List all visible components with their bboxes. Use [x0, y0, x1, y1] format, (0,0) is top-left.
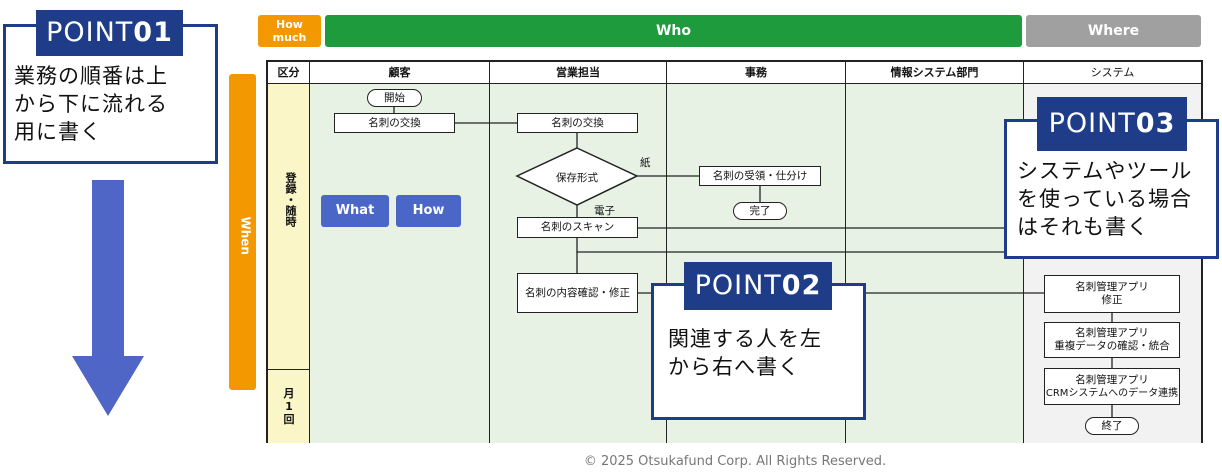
done-node: 完了 [733, 202, 787, 220]
col-system-header: システム [1024, 62, 1201, 84]
sales-exchange-node: 名刺の交換 [517, 113, 638, 133]
who-header: Who [325, 15, 1022, 47]
point03-badge-number: 03 [1135, 108, 1176, 139]
point02-text: 関連する人を左 から右へ書く [668, 327, 822, 379]
app-dup-line2: 重複データの確認・統合 [1054, 340, 1170, 352]
col-sales-body [490, 84, 667, 443]
col-it-body [846, 84, 1024, 443]
app-crm-line2: CRMシステムへのデータ連携 [1045, 387, 1179, 399]
point03-text: システムやツール を使っている場合 はそれも書く [1017, 159, 1193, 239]
scan-node: 名刺のスキャン [517, 217, 638, 238]
customer-exchange-node: 名刺の交換 [334, 113, 455, 133]
storage-format-diamond [515, 147, 639, 206]
app-dup-line1: 名刺管理アプリ [1075, 327, 1149, 339]
app-dup-node: 名刺管理アプリ 重複データの確認・統合 [1044, 322, 1180, 358]
how-tag: How [396, 195, 461, 227]
point02-badge: POINT02 [684, 262, 832, 310]
col-office-header: 事務 [667, 62, 846, 84]
col-kubun-header: 区分 [268, 62, 310, 84]
when-bar [229, 74, 256, 390]
app-fix-node: 名刺管理アプリ 修正 [1044, 275, 1180, 313]
row-register-label: 登録・随時 [284, 172, 297, 227]
paper-label: 紙 [640, 157, 651, 169]
point03-badge-prefix: POINT [1048, 108, 1136, 139]
office-receive-node: 名刺の受領・仕分け [699, 166, 821, 186]
point01-badge: POINT01 [36, 10, 183, 56]
where-header: Where [1026, 15, 1201, 47]
col-it-header: 情報システム部門 [846, 62, 1024, 84]
point01-text: 業務の順番は上 から下に流れる 用に書く [14, 64, 168, 144]
electronic-label: 電子 [594, 205, 615, 217]
row-monthly-label: 月 1 回 [283, 387, 295, 426]
col-customer-body [310, 84, 490, 443]
point03-badge: POINT03 [1037, 97, 1187, 151]
how-much-header: How much [258, 15, 321, 47]
point01-badge-number: 01 [133, 17, 173, 48]
point02-badge-prefix: POINT [694, 270, 782, 301]
end-node: 終了 [1085, 417, 1139, 435]
what-tag: What [321, 195, 389, 227]
col-customer-header: 顧客 [310, 62, 490, 84]
confirm-node: 名刺の内容確認・修正 [517, 273, 638, 313]
row-divider [268, 369, 310, 370]
down-arrow-icon [72, 180, 144, 416]
app-fix-line2: 修正 [1101, 294, 1123, 306]
app-crm-node: 名刺管理アプリ CRMシステムへのデータ連携 [1044, 368, 1180, 405]
col-kubun-body [268, 84, 310, 443]
app-crm-line1: 名刺管理アプリ [1075, 373, 1149, 386]
point02-badge-number: 02 [781, 270, 822, 301]
copyright: © 2025 Otsukafund Corp. All Rights Reser… [583, 454, 887, 469]
start-node: 開始 [367, 89, 422, 107]
point01-badge-prefix: POINT [46, 17, 134, 48]
storage-format-label: 保存形式 [556, 172, 598, 184]
app-fix-line1: 名刺管理アプリ [1075, 281, 1149, 293]
col-sales-header: 営業担当 [490, 62, 667, 84]
